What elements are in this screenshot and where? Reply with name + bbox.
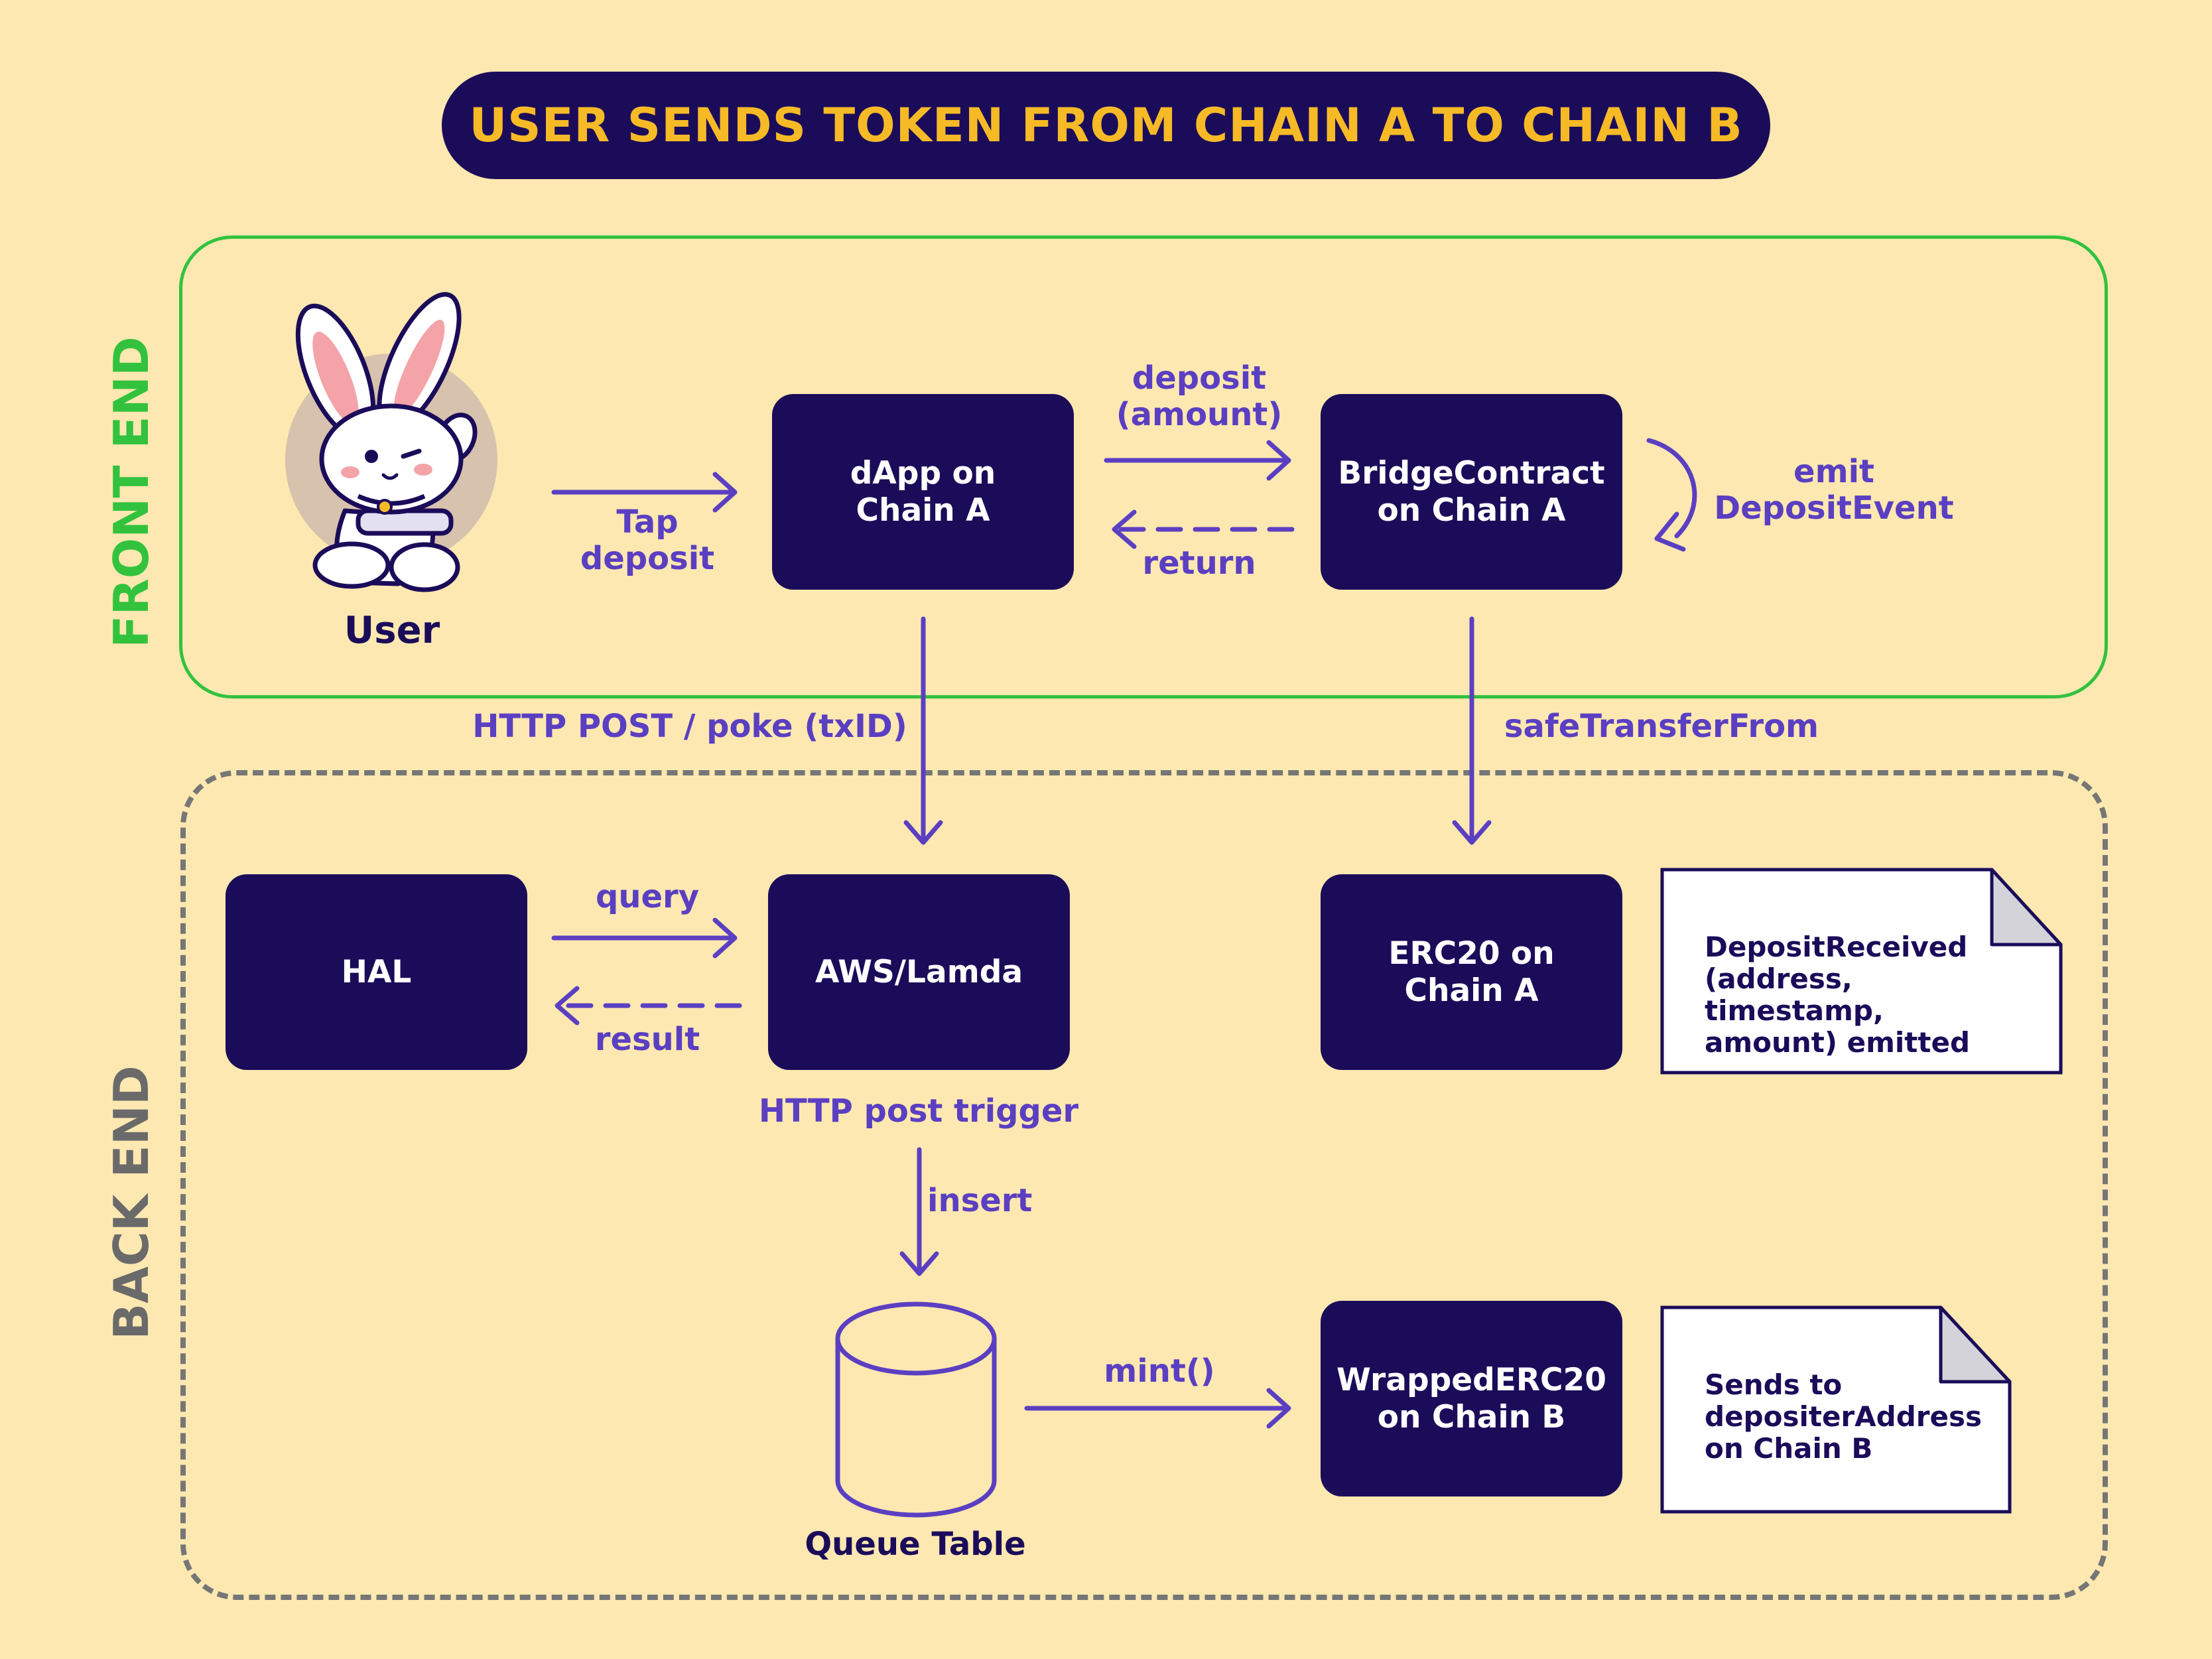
- safe-transfer-from-label: safeTransferFrom: [1504, 708, 1819, 745]
- sends-to-note: [1660, 1305, 2012, 1514]
- arrow-result: [554, 986, 742, 1026]
- arrow-insert: [899, 1147, 939, 1276]
- arrow-mint: [1024, 1388, 1291, 1429]
- query-label: query: [595, 878, 700, 915]
- bridge-contract-node: BridgeContract on Chain A: [1321, 394, 1622, 590]
- hal-node: HAL: [226, 874, 527, 1070]
- aws-lambda-node: AWS/Lamda: [768, 874, 1070, 1070]
- queue-table-label: Queue Table: [805, 1526, 1026, 1563]
- result-label: result: [594, 1021, 700, 1058]
- diagram-title: USER SENDS TOKEN FROM CHAIN A TO CHAIN B: [442, 72, 1770, 179]
- arrow-safe-transfer: [1452, 616, 1492, 845]
- deposit-received-note: [1660, 868, 2063, 1075]
- emit-deposit-event-label: emit DepositEvent: [1714, 453, 1954, 527]
- return-label: return: [1142, 545, 1256, 582]
- arrow-http-post: [903, 616, 943, 845]
- front-end-region: [179, 235, 2108, 698]
- arrow-deposit: [1104, 440, 1291, 481]
- http-post-trigger-label: HTTP post trigger: [758, 1093, 1079, 1130]
- mint-label: mint(): [1104, 1353, 1215, 1390]
- erc20-chain-a-node: ERC20 on Chain A: [1321, 874, 1622, 1070]
- queue-table-cylinder: [835, 1301, 997, 1518]
- dapp-chain-a-node: dApp on Chain A: [772, 394, 1074, 590]
- user-label: User: [344, 609, 440, 652]
- back-end-region: [180, 770, 2108, 1600]
- arrow-return: [1112, 509, 1295, 549]
- arrow-tap-deposit: [551, 472, 738, 513]
- sends-to-text: Sends to depositerAddress on Chain B: [1705, 1368, 1982, 1465]
- deposit-amount-label: deposit (amount): [1116, 360, 1283, 433]
- deposit-received-text: DepositReceived (address, timestamp, amo…: [1705, 931, 1971, 1059]
- arrow-query: [551, 917, 738, 959]
- http-post-poke-label: HTTP POST / poke (txID): [472, 708, 907, 745]
- insert-label: insert: [927, 1182, 1033, 1219]
- bunny-mascot-icon: [285, 292, 497, 592]
- arrow-emit-event: [1646, 438, 1697, 552]
- tap-deposit-label: Tap deposit: [580, 503, 715, 577]
- wrapped-erc20-node: WrappedERC20 on Chain B: [1321, 1301, 1622, 1496]
